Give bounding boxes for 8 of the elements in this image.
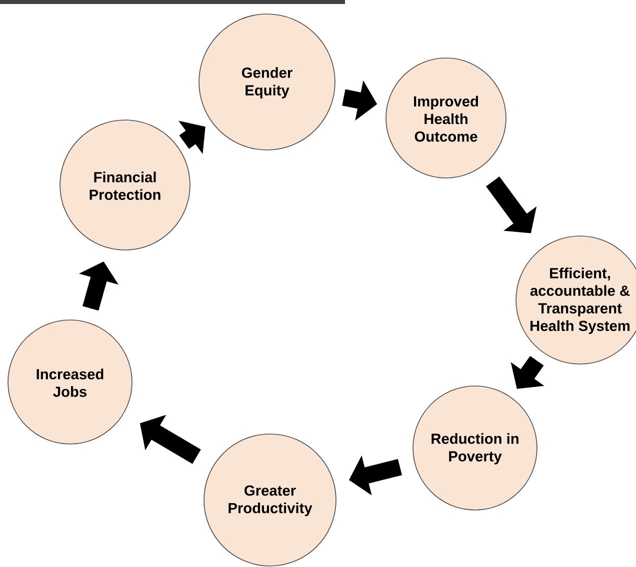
circle-node: Increased Jobs	[8, 320, 132, 444]
circle-node: Reduction in Poverty	[412, 386, 538, 510]
circle-node: Greater Productivity	[204, 434, 336, 566]
circle-node: Efficient, accountable & Transparent Health System	[516, 236, 636, 364]
circle-node: Gender Equity	[198, 14, 336, 150]
block-arrow	[486, 176, 537, 234]
circle-node: Improved Health Outcome	[386, 58, 506, 178]
circle-node: Financial Protection	[60, 120, 190, 250]
